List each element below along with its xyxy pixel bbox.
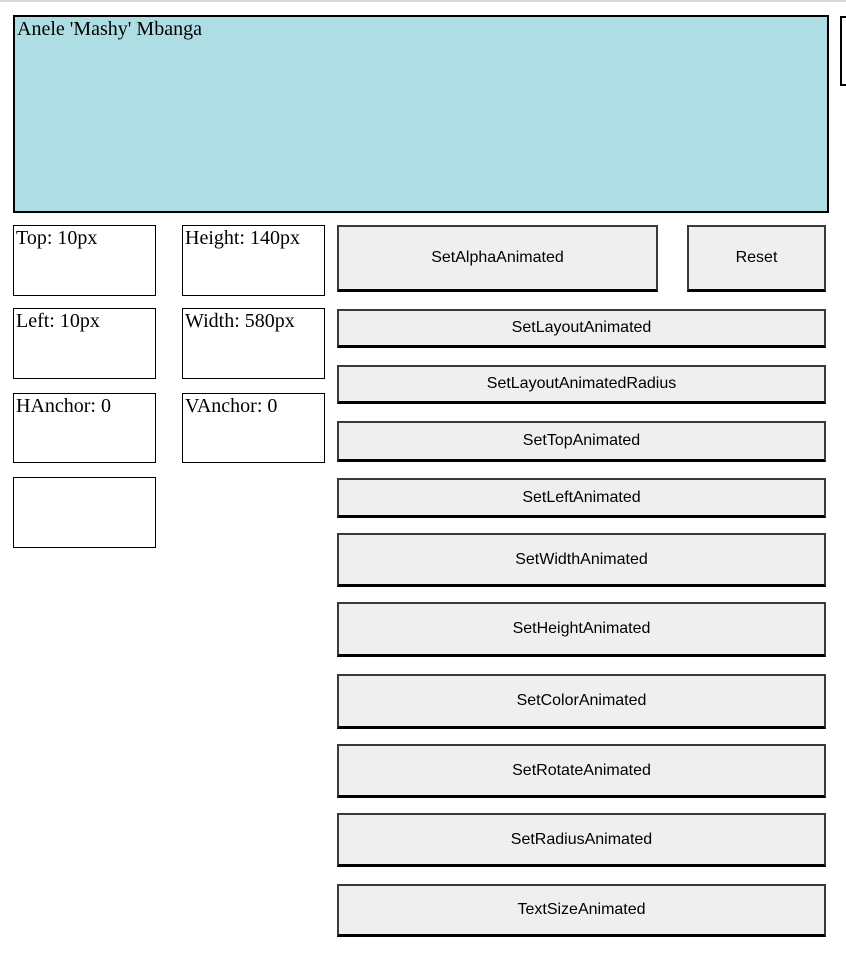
- set-color-animated-button[interactable]: SetColorAnimated: [337, 674, 826, 729]
- set-layout-animated-button[interactable]: SetLayoutAnimated: [337, 309, 826, 348]
- window-top-edge: [0, 0, 846, 2]
- extra-field[interactable]: [13, 477, 156, 548]
- left-field[interactable]: Left: 10px: [13, 308, 156, 379]
- set-left-animated-button[interactable]: SetLeftAnimated: [337, 478, 826, 518]
- top-field[interactable]: Top: 10px: [13, 225, 156, 296]
- height-field[interactable]: Height: 140px: [182, 225, 325, 296]
- width-field[interactable]: Width: 580px: [182, 308, 325, 379]
- vanchor-field[interactable]: VAnchor: 0: [182, 393, 325, 463]
- hanchor-field[interactable]: HAnchor: 0: [13, 393, 156, 463]
- preview-panel: Anele 'Mashy' Mbanga: [13, 15, 829, 213]
- set-width-animated-button[interactable]: SetWidthAnimated: [337, 533, 826, 587]
- offscreen-panel-fragment: [840, 16, 846, 86]
- set-rotate-animated-button[interactable]: SetRotateAnimated: [337, 744, 826, 798]
- reset-button[interactable]: Reset: [687, 225, 826, 292]
- set-top-animated-button[interactable]: SetTopAnimated: [337, 421, 826, 462]
- set-layout-animated-radius-button[interactable]: SetLayoutAnimatedRadius: [337, 365, 826, 404]
- set-height-animated-button[interactable]: SetHeightAnimated: [337, 602, 826, 657]
- set-radius-animated-button[interactable]: SetRadiusAnimated: [337, 813, 826, 867]
- preview-panel-label: Anele 'Mashy' Mbanga: [17, 18, 202, 40]
- set-alpha-animated-button[interactable]: SetAlphaAnimated: [337, 225, 658, 292]
- text-size-animated-button[interactable]: TextSizeAnimated: [337, 884, 826, 937]
